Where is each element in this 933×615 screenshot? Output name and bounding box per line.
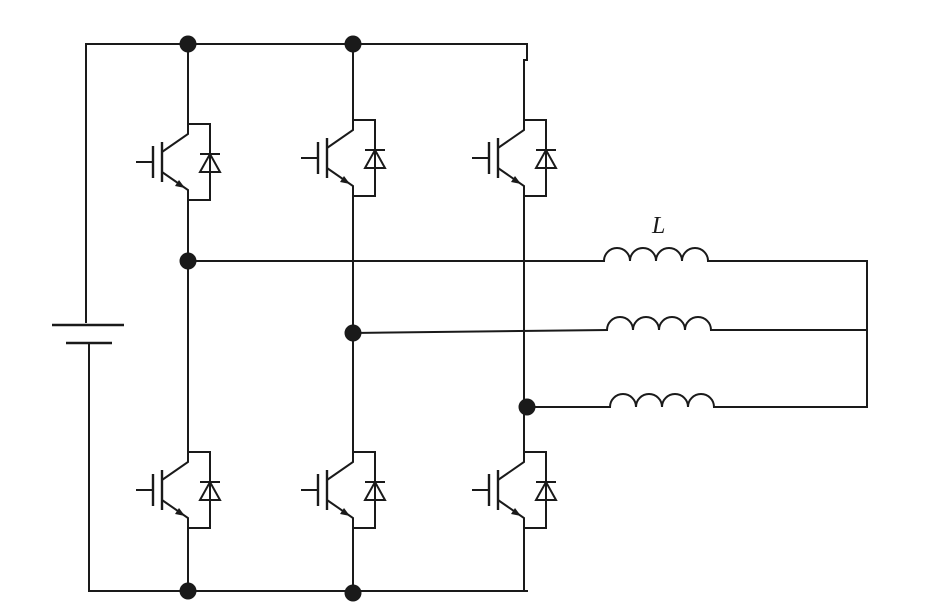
inductor-c bbox=[609, 393, 715, 408]
junction-dot bbox=[518, 398, 536, 416]
igbt-upper-b bbox=[299, 118, 387, 198]
junction-nodes bbox=[179, 35, 536, 602]
igbt-lower-b bbox=[299, 450, 387, 530]
inverter-leg-b bbox=[299, 43, 387, 594]
inductor-a bbox=[603, 247, 709, 262]
junction-dot bbox=[179, 35, 197, 53]
inductor-label: L bbox=[651, 213, 665, 239]
dc-source bbox=[52, 43, 189, 592]
igbt-lower-a bbox=[134, 450, 222, 530]
igbt-upper-c bbox=[470, 118, 558, 198]
junction-dot bbox=[344, 35, 362, 53]
junction-dot bbox=[344, 324, 362, 342]
igbt-lower-c bbox=[470, 450, 558, 530]
inverter-leg-a bbox=[134, 43, 222, 592]
junction-dot bbox=[179, 582, 197, 600]
junction-dot bbox=[344, 584, 362, 602]
inductor-b bbox=[606, 316, 712, 331]
phase-a-output bbox=[187, 247, 868, 262]
phase-c-output bbox=[523, 393, 868, 408]
dc-bus-rails bbox=[187, 43, 528, 592]
phase-b-output bbox=[351, 316, 868, 335]
inverter-leg-c bbox=[470, 43, 558, 592]
igbt-upper-a bbox=[134, 122, 222, 202]
junction-dot bbox=[179, 252, 197, 270]
